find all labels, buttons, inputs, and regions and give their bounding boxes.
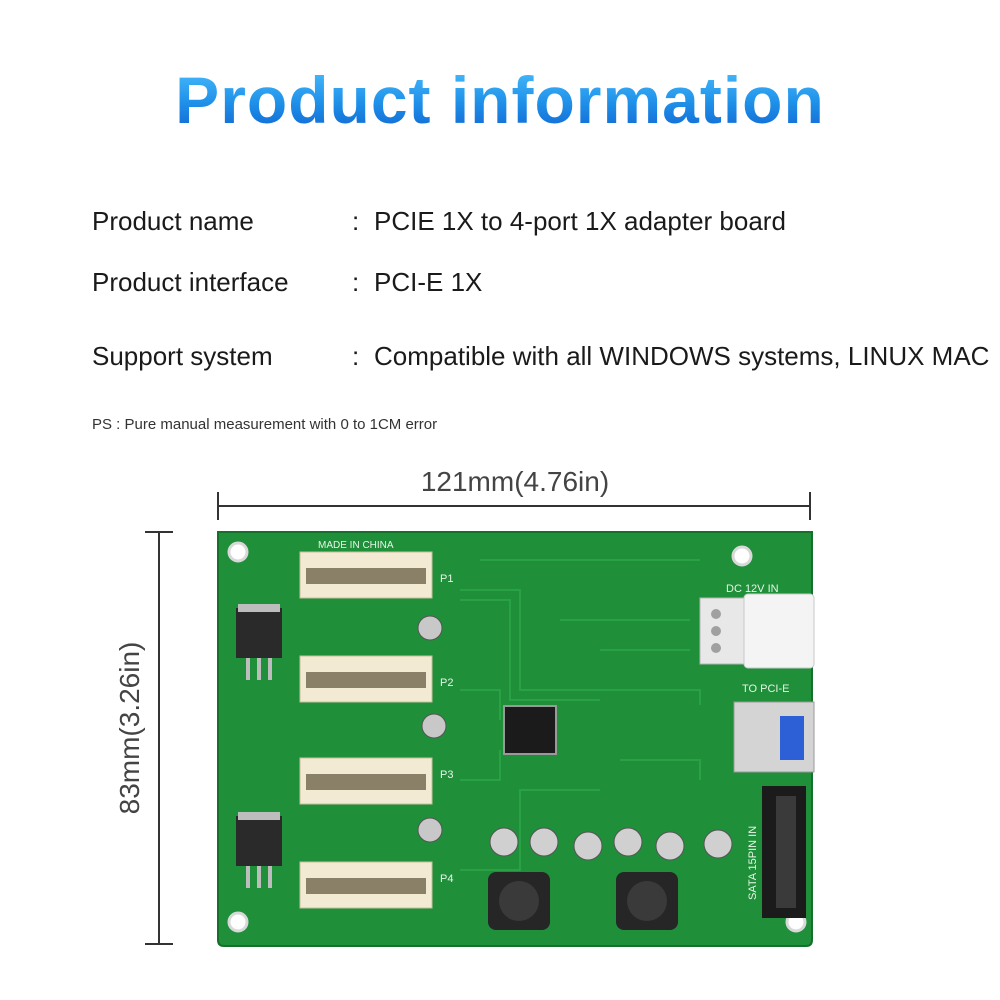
silkscreen-port-p2: P2 (440, 677, 453, 689)
silkscreen-made-in: MADE IN CHINA (318, 540, 394, 551)
spec-colon: : (352, 267, 360, 297)
height-dimension-label: 83mm(3.26in) (114, 641, 145, 815)
voltage-regulator (236, 604, 282, 680)
width-dimension-label: 121mm(4.76in) (420, 466, 610, 497)
sata-connector (762, 786, 806, 918)
spec-value: PCI-E 1X (374, 267, 483, 297)
pcie-slot-4 (299, 861, 433, 909)
spec-colon: : (352, 341, 360, 371)
voltage-regulator (236, 812, 282, 888)
spec-value: PCIE 1X to 4-port 1X adapter board (374, 206, 786, 236)
silkscreen-port-p1: P1 (440, 573, 453, 585)
silkscreen-sata: SATA 15PIN IN (747, 826, 759, 900)
spec-label: Product interface (92, 267, 289, 297)
spec-label: Support system (92, 341, 273, 371)
page-title: Product information (0, 62, 1000, 138)
usb-port (733, 701, 815, 773)
spec-value: Compatible with all WINDOWS systems, LIN… (374, 341, 990, 371)
silkscreen-dc-in: DC 12V IN (726, 583, 779, 595)
width-dimension-line (217, 492, 811, 520)
inductor (616, 872, 678, 930)
height-dimension-line (145, 531, 173, 945)
silkscreen-port-p3: P3 (440, 769, 453, 781)
measurement-note: PS : Pure manual measurement with 0 to 1… (92, 416, 438, 433)
inductor (488, 872, 550, 930)
pcie-slot-3 (299, 757, 433, 805)
spec-label: Product name (92, 206, 254, 236)
silkscreen-to-pcie: TO PCI-E (742, 683, 789, 695)
pcie-slot-2 (299, 655, 433, 703)
controller-chip (503, 705, 557, 755)
pcb-board: MADE IN CHINA P1 P2 P3 P4 DC 12V IN TO P… (217, 531, 815, 947)
pcie-slot-1 (299, 551, 433, 599)
spec-colon: : (352, 206, 360, 236)
dc-power-connector (699, 593, 815, 669)
capacitor-row (489, 827, 733, 861)
silkscreen-port-p4: P4 (440, 873, 453, 885)
